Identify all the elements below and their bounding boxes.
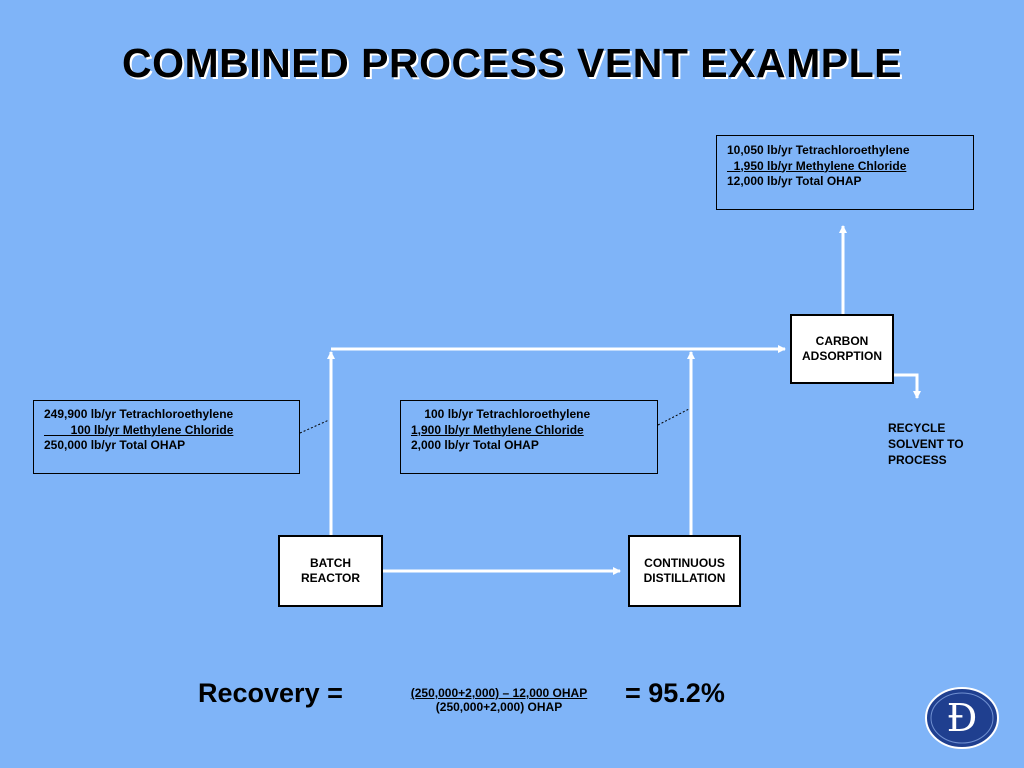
recovery-result: = 95.2% [625, 678, 725, 708]
batch-reactor-unit: BATCH REACTOR [278, 535, 383, 607]
d-logo-icon: Đ [925, 687, 999, 749]
vent-outlet-box: 10,050 lb/yr Tetrachloroethylene 1,950 l… [716, 135, 974, 210]
logo-letter: Đ [947, 696, 978, 740]
vent-outlet-line-1: 10,050 lb/yr Tetrachloroethylene [727, 143, 910, 157]
page-title: COMBINED PROCESS VENT EXAMPLE [122, 40, 902, 86]
batch-stream-line-1: 249,900 lb/yr Tetrachloroethylene [44, 407, 234, 421]
distillation-stream-line-1: 100 lb/yr Tetrachloroethylene [411, 407, 591, 421]
recovery-numerator: (250,000+2,000) – 12,000 OHAP [410, 686, 588, 700]
distillation-stream-box: 100 lb/yr Tetrachloroethylene 1,900 lb/y… [400, 400, 658, 474]
batch-stream-box: 249,900 lb/yr Tetrachloroethylene 100 lb… [33, 400, 300, 474]
carbon-label-2: ADSORPTION [801, 349, 882, 363]
recycle-line-3: PROCESS [888, 453, 947, 467]
batch-stream-line-3: 250,000 lb/yr Total OHAP [44, 438, 186, 452]
vent-outlet-line-3: 12,000 lb/yr Total OHAP [727, 174, 862, 188]
recovery-fraction: (250,000+2,000) – 12,000 OHAP (250,000+2… [388, 686, 610, 715]
distillation-stream-leader [657, 408, 690, 426]
batch-reactor-label-1: BATCH [309, 556, 352, 570]
recovery-denominator: (250,000+2,000) OHAP [435, 700, 563, 714]
recycle-line-1: RECYCLE [888, 421, 946, 435]
distillation-stream-line-3: 2,000 lb/yr Total OHAP [411, 438, 539, 452]
recycle-label: RECYCLE SOLVENT TO PROCESS [888, 420, 964, 468]
carbon-label-1: CARBON [815, 334, 869, 348]
distillation-label-2: DISTILLATION [643, 571, 726, 585]
batch-reactor-label-2: REACTOR [300, 571, 361, 585]
distillation-label-1: CONTINUOUS [644, 556, 725, 570]
recovery-label: Recovery = [198, 678, 343, 708]
vent-outlet-line-2: 1,950 lb/yr Methylene Chloride [727, 158, 907, 173]
carbon-adsorption-unit: CARBON ADSORPTION [790, 314, 894, 384]
batch-stream-line-2: 100 lb/yr Methylene Chloride [44, 422, 234, 437]
recycle-arrow [893, 373, 921, 399]
continuous-distillation-unit: CONTINUOUS DISTILLATION [628, 535, 741, 607]
recycle-line-2: SOLVENT TO [888, 437, 964, 451]
distillation-stream-line-2: 1,900 lb/yr Methylene Chloride [411, 422, 584, 437]
batch-stream-leader [299, 419, 330, 434]
